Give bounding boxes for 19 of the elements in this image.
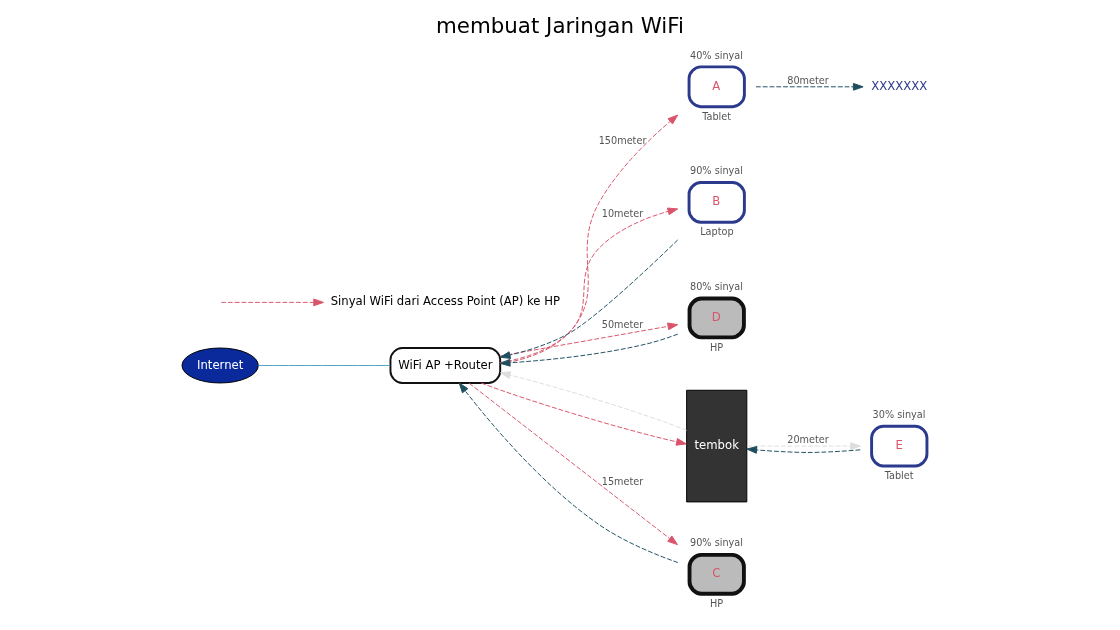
node-label: Tablet bbox=[884, 470, 914, 482]
node-text: XXXXXXX bbox=[871, 78, 928, 93]
node-label: 80% sinyal bbox=[690, 280, 743, 292]
node-label: HP bbox=[709, 341, 724, 353]
node-label: 40% sinyal bbox=[690, 49, 743, 61]
node-label: 90% sinyal bbox=[690, 165, 743, 177]
node-label: Laptop bbox=[700, 226, 734, 238]
node-label: 30% sinyal bbox=[872, 408, 926, 420]
node-label: HP bbox=[709, 598, 724, 610]
node-label: Tablet bbox=[702, 110, 732, 122]
edge-label: 50meter bbox=[601, 318, 644, 330]
legend-label: Sinyal WiFi dari Access Point (AP) ke HP bbox=[330, 294, 560, 309]
edge-label: 80meter bbox=[787, 74, 829, 86]
diagram-title: membuat Jaringan WiFi bbox=[436, 13, 684, 39]
edge-label: 10meter bbox=[601, 207, 644, 219]
edge-label: 15meter bbox=[601, 475, 644, 487]
node-label: 90% sinyal bbox=[690, 537, 743, 549]
edge-label: 150meter bbox=[598, 135, 647, 147]
edge-label: 20meter bbox=[787, 434, 829, 446]
